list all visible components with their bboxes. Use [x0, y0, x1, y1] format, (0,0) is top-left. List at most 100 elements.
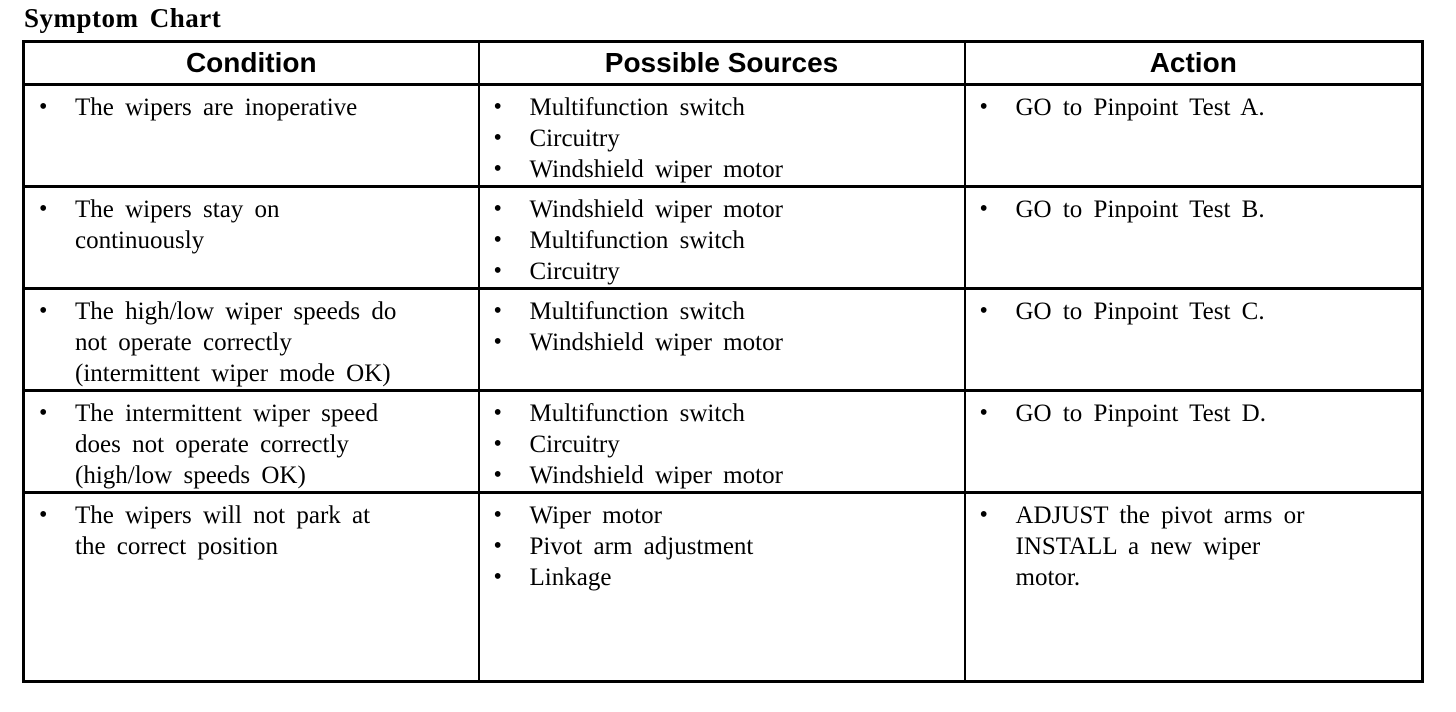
list-item: • Windshield wiper motor — [480, 327, 960, 358]
column-header-action: Action — [963, 40, 1424, 86]
source-label: Circuitry — [529, 431, 620, 458]
bullet-icon: • — [493, 125, 502, 151]
bullet-icon: • — [493, 227, 502, 253]
action-cell: • GO to Pinpoint Test B. — [963, 185, 1424, 290]
list-item: • Windshield wiper motor — [480, 460, 960, 491]
list-item: • The wipers will not park at the correc… — [25, 500, 474, 562]
source-label: Multifunction switch — [529, 227, 745, 254]
sources-cell: • Multifunction switch • Windshield wipe… — [477, 287, 966, 392]
bullet-icon: • — [493, 94, 502, 120]
sources-cell: • Windshield wiper motor • Multifunction… — [477, 185, 966, 290]
list-item: • Multifunction switch — [480, 225, 960, 256]
header-row: Condition Possible Sources Action — [22, 40, 1424, 86]
source-label: Multifunction switch — [529, 94, 745, 121]
action-cell: • ADJUST the pivot arms or INSTALL a new… — [963, 491, 1424, 683]
source-label: Wiper motor — [529, 502, 662, 529]
list-item: • The intermittent wiper speed does not … — [25, 398, 474, 491]
condition-line: The high/low wiper speeds do — [75, 298, 397, 325]
list-item: • The wipers are inoperative — [25, 92, 474, 123]
bullet-icon: • — [493, 329, 502, 355]
condition-line: The wipers are inoperative — [75, 94, 358, 121]
source-label: Windshield wiper motor — [529, 156, 783, 183]
condition-cell: • The intermittent wiper speed does not … — [22, 389, 480, 494]
action-line: ADJUST the pivot arms or — [1015, 502, 1305, 529]
bullet-icon: • — [979, 298, 988, 324]
source-label: Linkage — [529, 564, 612, 591]
list-item: • GO to Pinpoint Test A. — [966, 92, 1418, 123]
bullet-icon: • — [493, 258, 502, 284]
list-item: • Wiper motor — [480, 500, 960, 531]
action-cell: • GO to Pinpoint Test D. — [963, 389, 1424, 494]
source-label: Circuitry — [529, 258, 620, 285]
action-cell: • GO to Pinpoint Test C. — [963, 287, 1424, 392]
source-label: Multifunction switch — [529, 298, 745, 325]
list-item: • Linkage — [480, 562, 960, 593]
source-label: Windshield wiper motor — [529, 462, 783, 489]
action-line: motor. — [1015, 564, 1081, 591]
bullet-icon: • — [493, 502, 502, 528]
page-title: Symptom Chart — [24, 3, 222, 33]
column-header-sources: Possible Sources — [477, 40, 966, 86]
condition-line: the correct position — [75, 533, 278, 560]
list-item: • The wipers stay on continuously — [25, 194, 474, 256]
list-item: • GO to Pinpoint Test B. — [966, 194, 1418, 225]
bullet-icon: • — [39, 502, 48, 528]
condition-line: (high/low speeds OK) — [75, 462, 306, 489]
list-item: • Multifunction switch — [480, 296, 960, 327]
table-row: • The high/low wiper speeds do not opera… — [22, 287, 1424, 392]
sources-cell: • Wiper motor • Pivot arm adjustment • L… — [477, 491, 966, 683]
condition-line: continuously — [75, 227, 205, 254]
source-label: Windshield wiper motor — [529, 329, 783, 356]
condition-line: The wipers stay on — [75, 196, 280, 223]
bullet-icon: • — [493, 400, 502, 426]
bullet-icon: • — [39, 196, 48, 222]
condition-line: not operate correctly — [75, 329, 292, 356]
action-line: GO to Pinpoint Test A. — [1015, 94, 1265, 121]
bullet-icon: • — [979, 94, 988, 120]
bullet-icon: • — [493, 156, 502, 182]
condition-line: does not operate correctly — [75, 431, 349, 458]
list-item: • GO to Pinpoint Test C. — [966, 296, 1418, 327]
bullet-icon: • — [979, 400, 988, 426]
condition-line: The intermittent wiper speed — [75, 400, 379, 427]
bullet-icon: • — [39, 400, 48, 426]
action-line: GO to Pinpoint Test B. — [1015, 196, 1265, 223]
column-header-condition: Condition — [22, 40, 480, 86]
action-cell: • GO to Pinpoint Test A. — [963, 83, 1424, 188]
list-item: • Multifunction switch — [480, 92, 960, 123]
action-line: GO to Pinpoint Test C. — [1015, 298, 1265, 325]
bullet-icon: • — [493, 298, 502, 324]
sources-cell: • Multifunction switch • Circuitry • Win… — [477, 83, 966, 188]
bullet-icon: • — [493, 462, 502, 488]
bullet-icon: • — [493, 431, 502, 457]
bullet-icon: • — [493, 533, 502, 559]
list-item: • The high/low wiper speeds do not opera… — [25, 296, 474, 389]
list-item: • Multifunction switch — [480, 398, 960, 429]
sources-cell: • Multifunction switch • Circuitry • Win… — [477, 389, 966, 494]
table-row: • The wipers are inoperative • Multifunc… — [22, 83, 1424, 188]
list-item: • Circuitry — [480, 256, 960, 287]
bullet-icon: • — [493, 196, 502, 222]
bullet-icon: • — [39, 298, 48, 324]
list-item: • Windshield wiper motor — [480, 194, 960, 225]
source-label: Multifunction switch — [529, 400, 745, 427]
condition-cell: • The wipers are inoperative — [22, 83, 480, 188]
bullet-icon: • — [979, 502, 988, 528]
list-item: • Circuitry — [480, 123, 960, 154]
list-item: • ADJUST the pivot arms or INSTALL a new… — [966, 500, 1418, 593]
condition-line: (intermittent wiper mode OK) — [75, 360, 391, 387]
bullet-icon: • — [493, 564, 502, 590]
condition-cell: • The high/low wiper speeds do not opera… — [22, 287, 480, 392]
table-row: • The intermittent wiper speed does not … — [22, 389, 1424, 494]
action-line: INSTALL a new wiper — [1015, 533, 1261, 560]
source-label: Circuitry — [529, 125, 620, 152]
symptom-table: Condition Possible Sources Action • The … — [22, 40, 1424, 683]
list-item: • Windshield wiper motor — [480, 154, 960, 185]
list-item: • GO to Pinpoint Test D. — [966, 398, 1418, 429]
table-row: • The wipers stay on continuously • Wind… — [22, 185, 1424, 290]
source-label: Pivot arm adjustment — [529, 533, 754, 560]
table-row: • The wipers will not park at the correc… — [22, 491, 1424, 683]
condition-cell: • The wipers will not park at the correc… — [22, 491, 480, 683]
bullet-icon: • — [979, 196, 988, 222]
